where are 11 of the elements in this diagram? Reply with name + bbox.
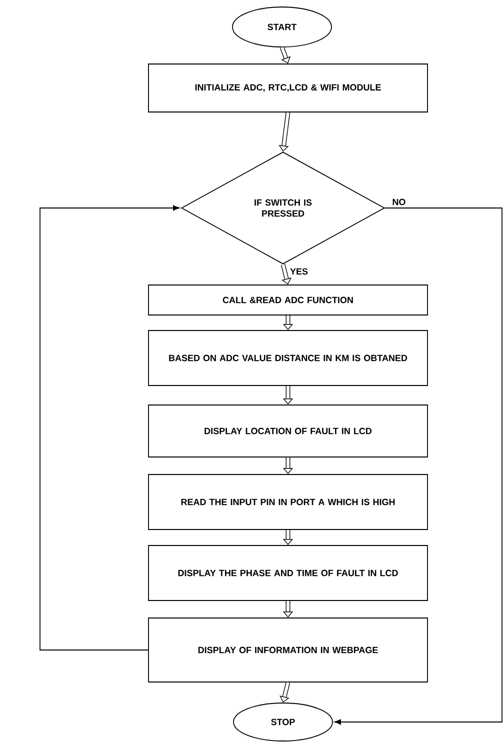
process-box: READ THE INPUT PIN IN PORT A WHICH IS HIGH — [148, 474, 428, 530]
process-box: CALL &READ ADC FUNCTION — [148, 284, 428, 316]
process-box: INITIALIZE ADC, RTC,LCD & WIFI MODULE — [148, 64, 428, 112]
edge-label: YES — [289, 267, 309, 276]
process-box: DISPLAY THE PHASE AND TIME OF FAULT IN LCD — [148, 545, 428, 601]
arrow — [40, 205, 180, 650]
process-box: BASED ON ADC VALUE DISTANCE IN KM IS OBTANED — [148, 330, 428, 386]
arrow — [334, 208, 502, 725]
process-box: DISPLAY OF INFORMATION IN WEBPAGE — [148, 618, 428, 682]
edge-label: NO — [391, 198, 407, 206]
process-box: DISPLAY LOCATION OF FAULT IN LCD — [148, 404, 428, 458]
